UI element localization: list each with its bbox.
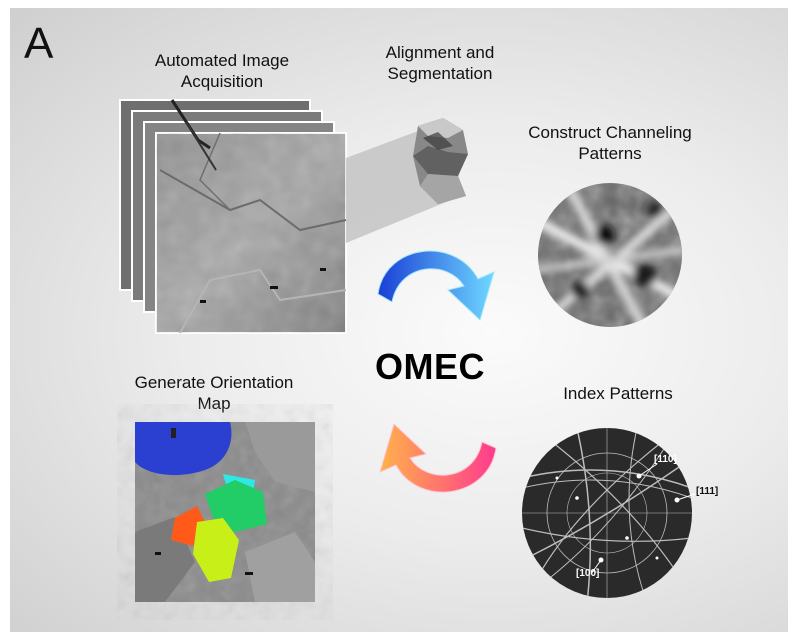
sem-image-stack (119, 99, 347, 334)
orientation-map (135, 422, 315, 602)
omec-title: OMEC (375, 346, 485, 387)
panel-letter: A (24, 19, 54, 68)
channeling-pattern (538, 183, 682, 327)
label-index: Index Patterns (563, 384, 673, 403)
label-alignment: Alignment and Segmentation (385, 43, 495, 83)
figure-panel: A Automated Image Acquisition Alignment … (10, 8, 788, 632)
label-channeling: Construct Channeling Patterns (528, 123, 692, 163)
label-acquisition: Automated Image Acquisition (154, 51, 290, 91)
segmented-grain (413, 118, 468, 204)
label-orientation: Generate Orientation Map (134, 373, 294, 413)
miller-label-100: [100] (576, 568, 600, 579)
kikuchi-index-pattern (522, 428, 696, 598)
miller-label-111: [111] (696, 486, 719, 497)
miller-label-110: [110] (654, 454, 677, 465)
arrow-forward-icon (377, 250, 495, 321)
arrow-back-icon (379, 423, 497, 493)
